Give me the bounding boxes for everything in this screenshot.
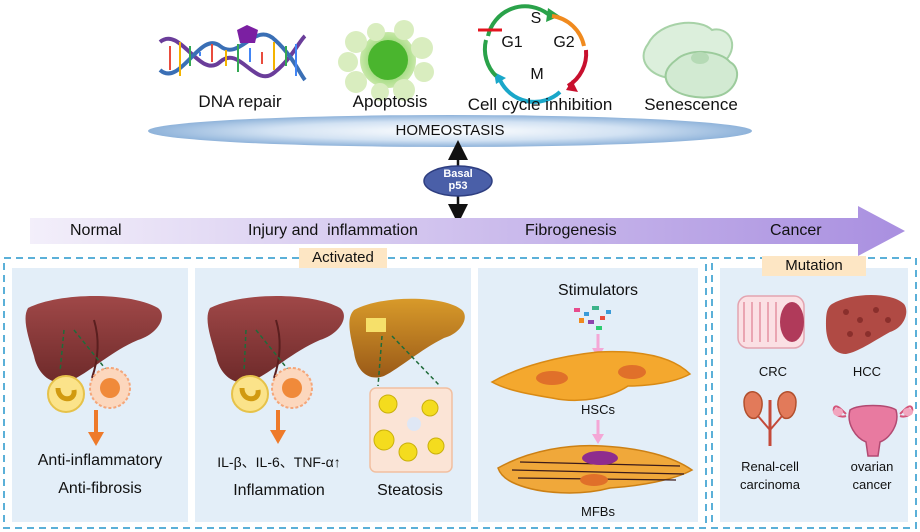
phase-g1-label: G1 [501,34,523,51]
immune-cells-icon [47,367,131,413]
phase-m-label: M [530,66,544,83]
anti-inflammatory-label: Anti-inflammatory [37,452,163,469]
hscs-label: HSCs [581,402,615,417]
p53-ellipse [423,165,493,197]
senescence-cells-icon [642,21,739,99]
anti-fibrosis-label: Anti-fibrosis [58,480,142,497]
renal-label-line2: carcinoma [740,477,800,492]
phase-s-label: S [530,10,542,27]
stage-normal-label: Normal [70,222,122,239]
crc-colon-icon [737,295,805,349]
renal-label-line1: Renal-cell [741,459,799,474]
hsc-cell-icon [490,350,692,402]
stimulators-particles-icon [574,306,611,330]
hcc-liver-icon [826,295,907,354]
steatosis-cell-icon [369,387,453,473]
steatosis-label: Steatosis [377,482,443,499]
dna-helix-icon [158,25,307,82]
inflammation-label: Inflammation [233,482,325,499]
stage-fibrogenesis-label: Fibrogenesis [525,222,617,239]
p53-label: Basal p53 [430,168,486,192]
stage-cancer-label: Cancer [770,222,822,239]
mfb-cell-icon [497,444,694,494]
p53-label-line1: Basal [443,168,473,180]
phase-g2-label: G2 [553,34,575,51]
crc-label: CRC [758,364,788,379]
homeostasis-ellipse [148,115,752,147]
stimulators-label: Stimulators [557,282,639,299]
renal-cell-carcinoma-label: Renal-cell carcinoma [730,458,810,494]
apoptosis-cell-icon [338,20,434,101]
ovarian-label-line2: cancer [852,477,892,492]
ovarian-label-line1: ovarian [850,459,894,474]
homeostasis-label: HOMEOSTASIS [395,122,505,139]
p53-label-line2: p53 [448,180,468,192]
hcc-label: HCC [852,364,882,379]
activated-tag: Activated [312,249,374,266]
stage-progression-arrow [30,206,905,256]
ovary-uterus-icon [832,404,914,457]
cytokines-label: IL-β、IL-6、TNF-α↑ [217,454,341,470]
mutation-tag-box [762,256,866,276]
injury-liver-icon [207,296,344,383]
cell-cycle-diagram [478,4,589,104]
apoptosis-label: Apoptosis [352,92,428,111]
cell-cycle-label: Cell cycle inhibition [467,95,613,114]
dna-repair-label: DNA repair [198,92,282,111]
mfbs-label: MFBs [581,504,615,519]
ovarian-cancer-label: ovarian cancer [832,458,912,494]
fatty-liver-icon [349,298,465,387]
stage-injury-label: Injury and inflammation [248,222,418,239]
injury-immune-cells-icon [231,367,313,413]
mutation-tag: Mutation [785,257,843,274]
activated-tag-box [299,248,387,268]
senescence-label: Senescence [644,95,738,114]
kidney-icon [743,391,797,446]
normal-liver-icon [25,296,162,383]
